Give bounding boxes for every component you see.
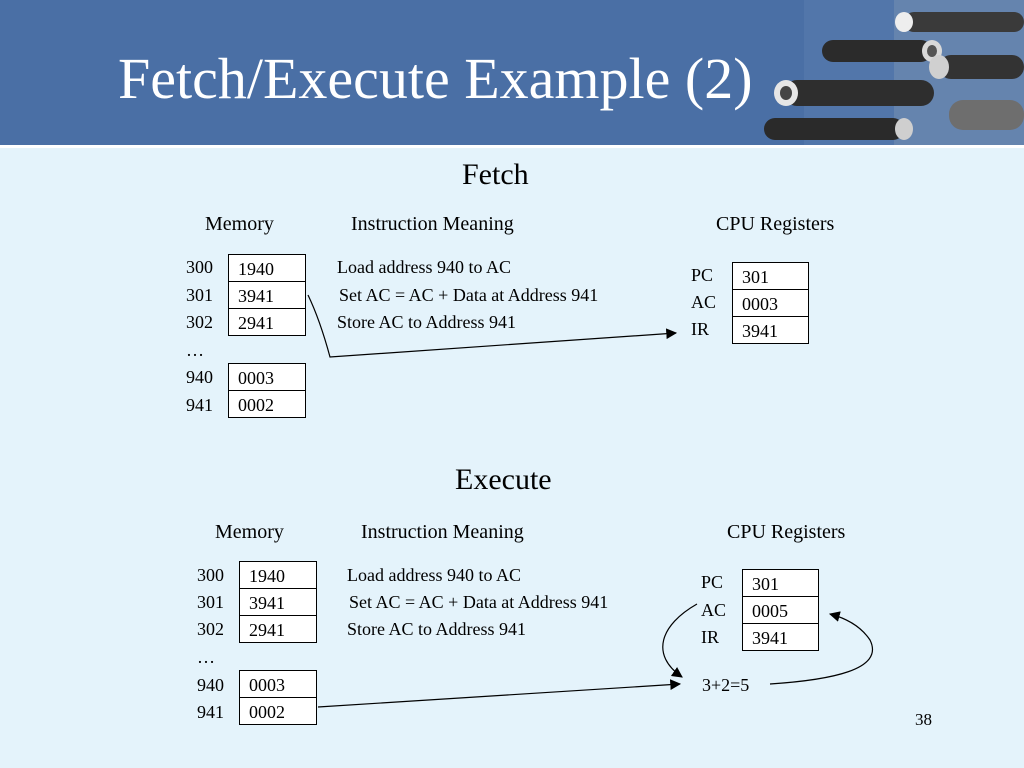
fetch-register-ac-label: AC — [691, 292, 717, 312]
execute-memory-cell-941: 0002 — [239, 697, 317, 725]
execute-meaning-300: Load address 940 to AC — [347, 565, 521, 585]
execute-address-941: 941 — [197, 702, 224, 722]
cell-value: 3941 — [238, 286, 274, 306]
execute-register-ac-label: AC — [701, 600, 727, 620]
fetch-address-941: 941 — [186, 395, 213, 415]
execute-register-ir-label: IR — [701, 627, 719, 647]
fetch-memory-cell-941: 0002 — [228, 390, 306, 418]
execute-registers-header: CPU Registers — [727, 521, 846, 543]
execute-register-pc-label: PC — [701, 572, 724, 592]
register-value: 301 — [742, 267, 769, 287]
register-value: 301 — [752, 574, 779, 594]
execute-register-pc-value: 301 — [742, 569, 819, 597]
cell-value: 2941 — [238, 313, 274, 333]
register-value: 0005 — [752, 601, 788, 621]
cell-value: 2941 — [249, 620, 285, 640]
cell-value: 0002 — [238, 395, 274, 415]
cell-value: 1940 — [238, 259, 274, 279]
memory-to-calculation-arrow — [317, 679, 682, 708]
fetch-address-301: 301 — [186, 285, 213, 305]
fetch-register-pc-label: PC — [691, 265, 714, 285]
fetch-address-ellipsis: … — [186, 340, 204, 360]
fetch-register-ac-value: 0003 — [732, 289, 809, 317]
execute-address-ellipsis: … — [197, 647, 215, 667]
cell-value: 0002 — [249, 702, 285, 722]
fetch-instruction-to-ir-arrow — [307, 294, 678, 358]
fetch-meaning-301: Set AC = AC + Data at Address 941 — [339, 285, 599, 305]
fetch-meaning-300: Load address 940 to AC — [337, 257, 511, 277]
fetch-memory-header: Memory — [205, 213, 274, 235]
execute-register-ac-value: 0005 — [742, 596, 819, 624]
slide-title: Fetch/Execute Example (2) — [118, 46, 753, 111]
cell-value: 0003 — [249, 675, 285, 695]
execute-meaning-301: Set AC = AC + Data at Address 941 — [349, 592, 609, 612]
page-number: 38 — [915, 710, 932, 729]
register-value: 3941 — [752, 628, 788, 648]
register-value: 3941 — [742, 321, 778, 341]
fetch-heading: Fetch — [462, 158, 529, 191]
ac-to-calculation-arrow — [662, 603, 698, 678]
fetch-meaning-header: Instruction Meaning — [351, 213, 514, 235]
fetch-address-300: 300 — [186, 257, 213, 277]
fetch-register-ir-value: 3941 — [732, 316, 809, 344]
fetch-register-ir-label: IR — [691, 319, 709, 339]
calculation-to-ac-arrow — [769, 611, 873, 685]
execute-calculation: 3+2=5 — [702, 675, 750, 695]
execute-memory-cell-940: 0003 — [239, 670, 317, 698]
execute-heading: Execute — [455, 463, 552, 496]
fetch-registers-header: CPU Registers — [716, 213, 835, 235]
header-banner: Fetch/Execute Example (2) — [0, 0, 1024, 145]
execute-memory-cell-302: 2941 — [239, 615, 317, 643]
execute-register-ir-value: 3941 — [742, 623, 819, 651]
fetch-memory-cell-300: 1940 — [228, 254, 306, 282]
pipes-decoration-image — [764, 0, 1024, 145]
fetch-address-302: 302 — [186, 312, 213, 332]
cell-value: 0003 — [238, 368, 274, 388]
execute-address-940: 940 — [197, 675, 224, 695]
fetch-meaning-302: Store AC to Address 941 — [337, 312, 517, 332]
execute-meaning-header: Instruction Meaning — [361, 521, 524, 543]
register-value: 0003 — [742, 294, 778, 314]
execute-address-302: 302 — [197, 619, 224, 639]
fetch-memory-cell-302: 2941 — [228, 308, 306, 336]
execute-meaning-302: Store AC to Address 941 — [347, 619, 527, 639]
fetch-address-940: 940 — [186, 367, 213, 387]
cell-value: 3941 — [249, 593, 285, 613]
execute-address-300: 300 — [197, 565, 224, 585]
header-divider — [0, 145, 1024, 148]
fetch-register-pc-value: 301 — [732, 262, 809, 290]
cell-value: 1940 — [249, 566, 285, 586]
execute-address-301: 301 — [197, 592, 224, 612]
execute-memory-header: Memory — [215, 521, 284, 543]
